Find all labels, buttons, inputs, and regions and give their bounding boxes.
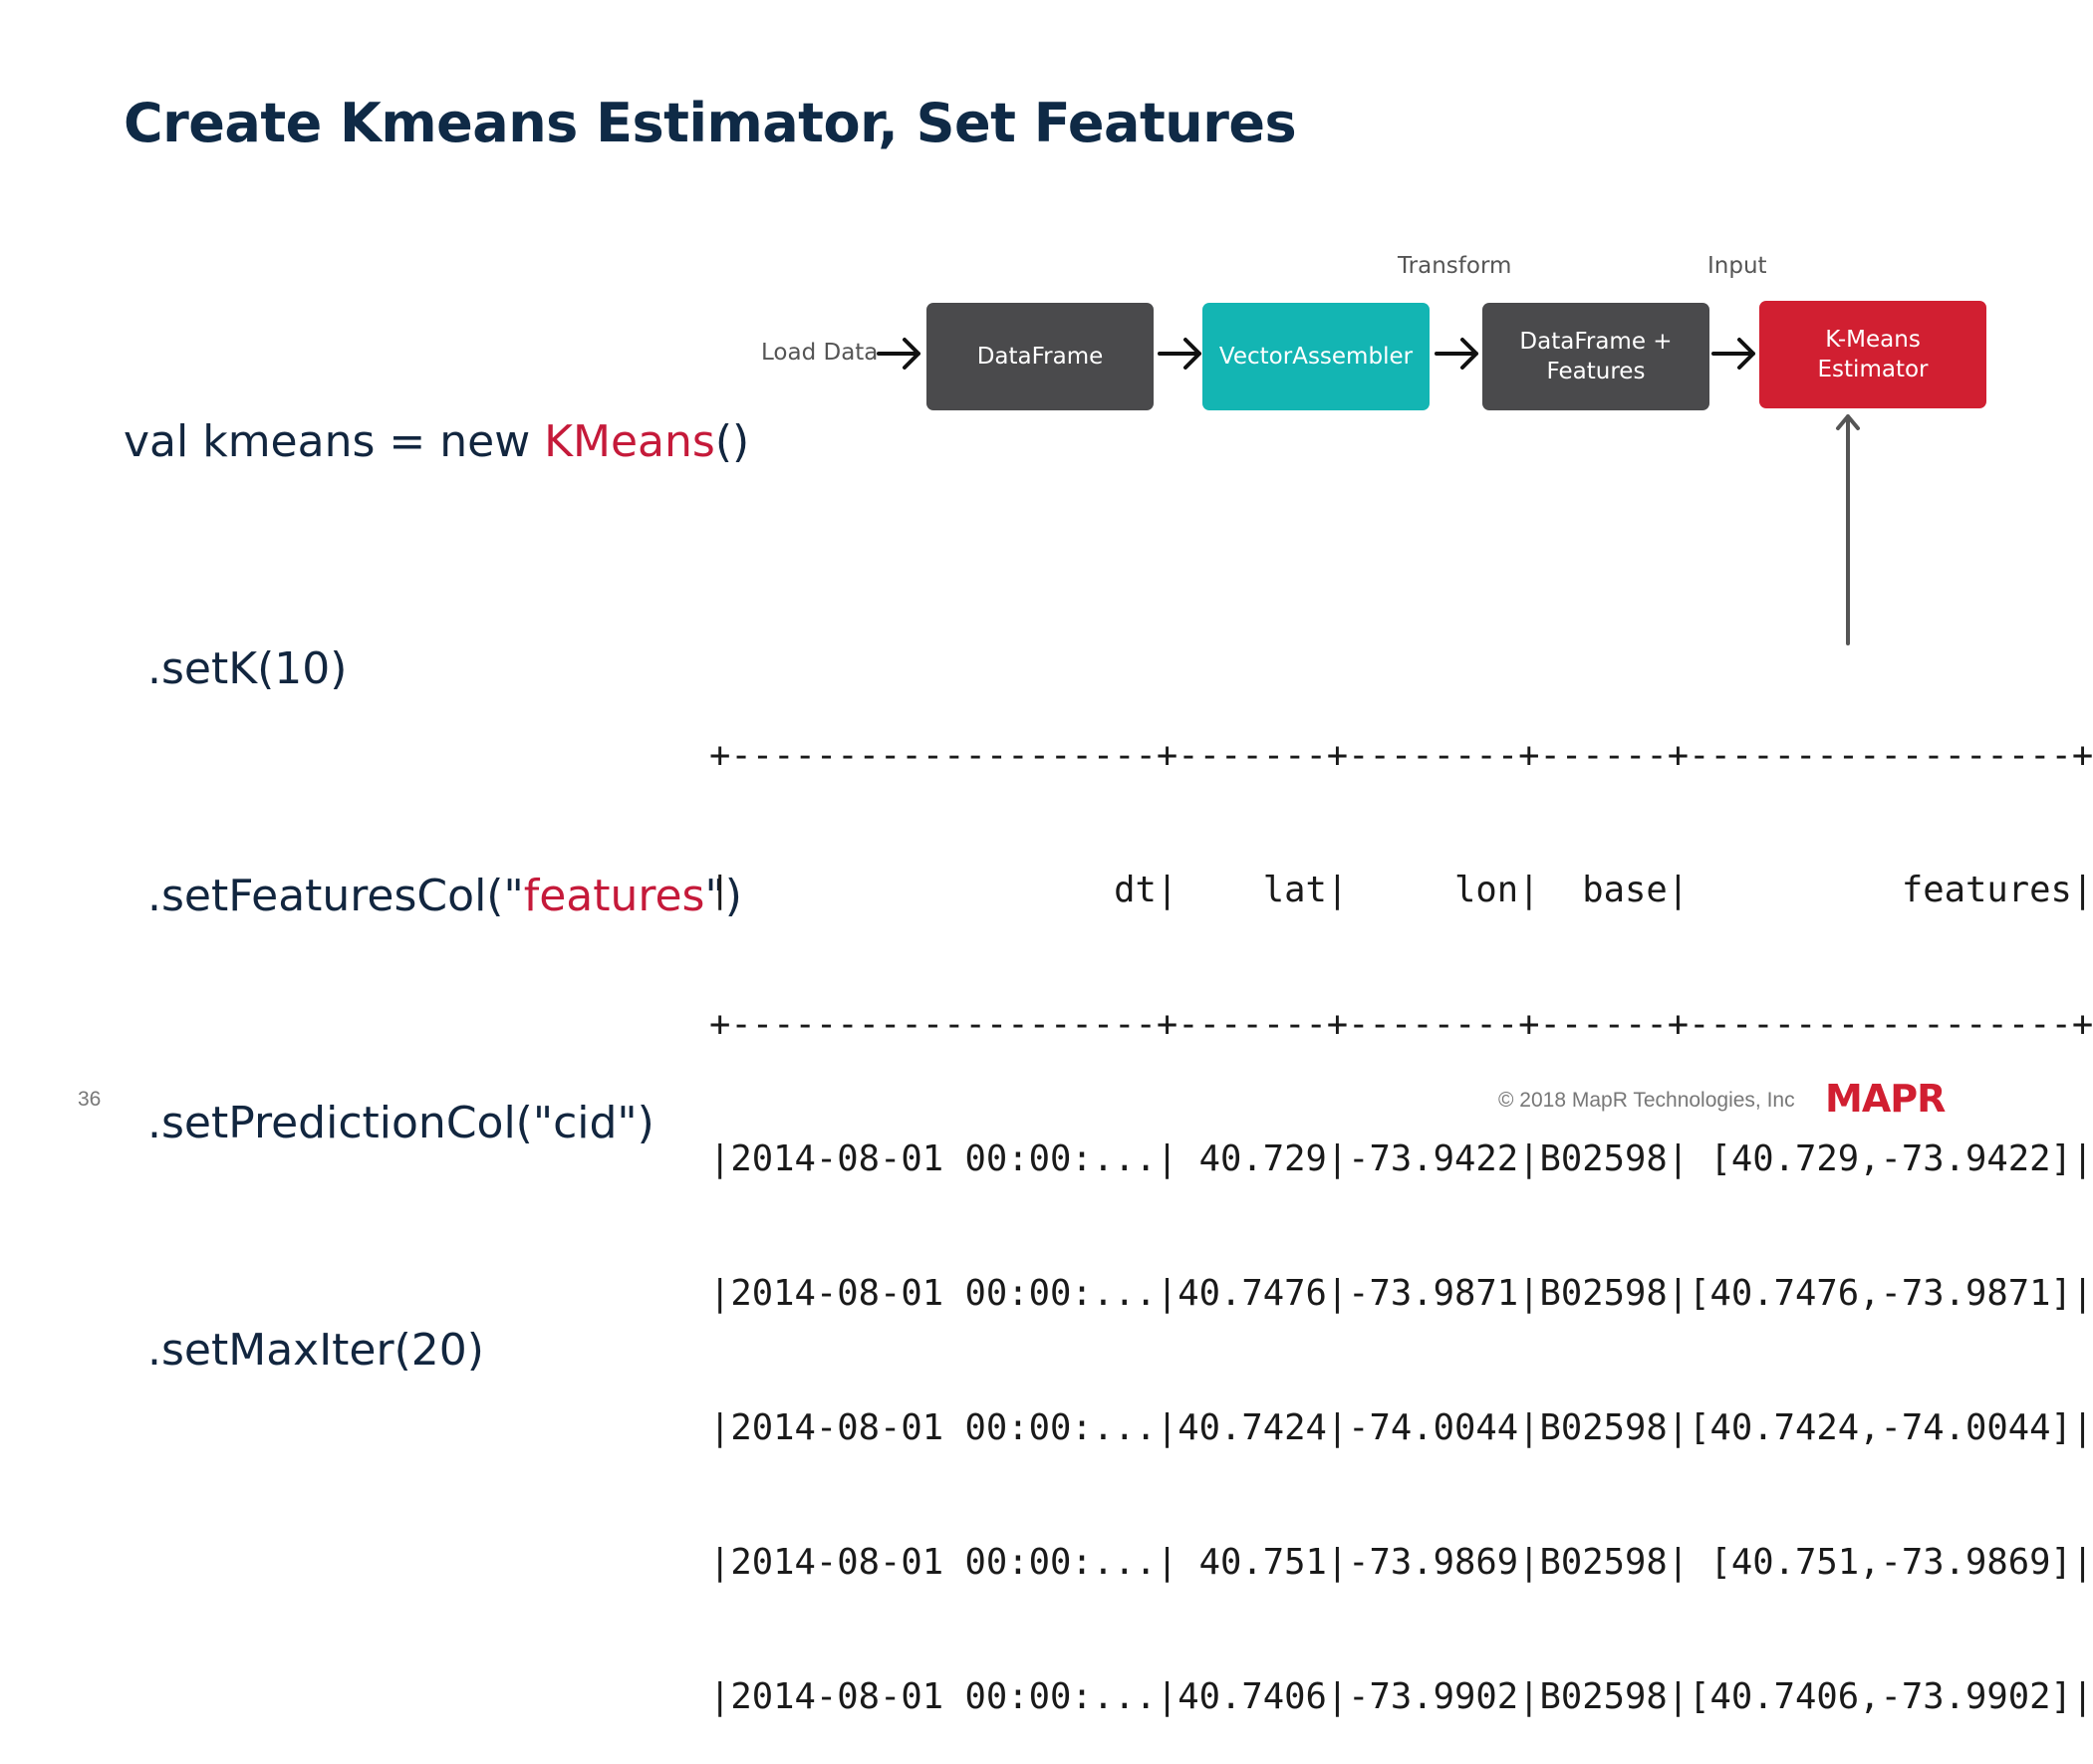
code-keyword-kmeans: KMeans [544, 416, 715, 467]
kmeans-estimator-box: K-Means Estimator [1759, 301, 1986, 408]
table-row: |2014-08-01 00:00:...|40.7406|-73.9902|B… [709, 1676, 2093, 1717]
code-line-2: .setK(10) [147, 643, 348, 694]
table-border-top: +--------------------+-------+--------+-… [709, 735, 2093, 776]
dataframe-console-output: +--------------------+-------+--------+-… [709, 643, 2093, 1764]
arrow-dataframe-to-vector-icon [1158, 338, 1201, 370]
transform-label: Transform [1398, 253, 1512, 279]
slide-title: Create Kmeans Estimator, Set Features [124, 92, 1297, 154]
dataframe-features-box: DataFrame + Features [1482, 303, 1709, 410]
input-label: Input [1707, 253, 1767, 279]
arrow-vector-to-features-icon [1435, 338, 1478, 370]
copyright-text: © 2018 MapR Technologies, Inc [1498, 1089, 1795, 1112]
code-line-1: val kmeans = new KMeans() [124, 416, 750, 467]
load-data-label: Load Data [761, 340, 879, 366]
vector-assembler-box: VectorAssembler [1202, 303, 1430, 410]
mapr-logo-text: MAPR [1825, 1077, 1946, 1121]
table-border-mid: +--------------------+-------+--------+-… [709, 1004, 2093, 1045]
code-block: val kmeans = new KMeans() .setK(10) .set… [124, 253, 749, 1464]
table-row: |2014-08-01 00:00:...|40.7424|-74.0044|B… [709, 1407, 2093, 1448]
table-row: |2014-08-01 00:00:...| 40.751|-73.9869|B… [709, 1542, 2093, 1583]
table-row: |2014-08-01 00:00:...| 40.729|-73.9422|B… [709, 1138, 2093, 1179]
arrow-table-to-kmeans-icon [1836, 414, 1860, 645]
code-line-5: .setMaxIter(20) [147, 1325, 484, 1376]
code-line-3: .setFeaturesCol("features") [147, 871, 742, 921]
arrow-features-to-kmeans-icon [1711, 338, 1755, 370]
table-header: | dt| lat| lon| base| features| [709, 870, 2093, 910]
code-keyword-features: features [523, 871, 705, 921]
mapr-logo: MAPR [1825, 1077, 1947, 1121]
page-number: 36 [78, 1088, 102, 1111]
arrow-load-to-dataframe-icon [877, 338, 920, 370]
dataframe-box: DataFrame [926, 303, 1154, 410]
table-row: |2014-08-01 00:00:...|40.7476|-73.9871|B… [709, 1273, 2093, 1314]
code-line-4: .setPredictionCol("cid") [147, 1098, 654, 1148]
